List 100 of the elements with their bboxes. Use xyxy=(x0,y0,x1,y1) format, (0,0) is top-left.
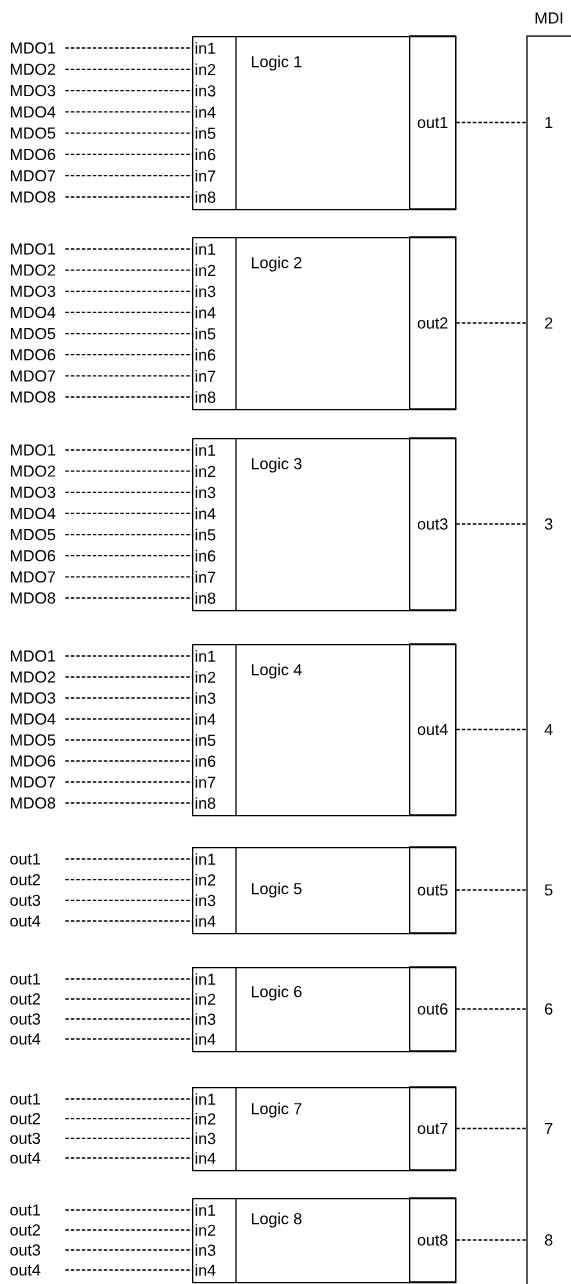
dashed-connector xyxy=(455,523,528,525)
signal-label: out3 xyxy=(10,1132,41,1144)
dashed-connector xyxy=(64,555,194,557)
input-pin-label: in5 xyxy=(195,528,216,541)
signal-label: MDO1 xyxy=(10,42,56,54)
input-pin-label: in2 xyxy=(195,63,216,76)
input-pin-label: in2 xyxy=(195,993,216,1005)
signal-label: MDO5 xyxy=(10,528,56,541)
dashed-connector xyxy=(64,802,194,804)
dashed-connector xyxy=(64,1249,194,1251)
signal-label: out2 xyxy=(10,1224,40,1236)
dashed-connector xyxy=(64,920,194,922)
dashed-connector xyxy=(64,47,194,49)
output-cell: out3 xyxy=(409,437,457,611)
dashed-connector xyxy=(64,718,194,720)
signal-label: out2 xyxy=(10,1113,40,1125)
dashed-connector xyxy=(64,655,194,657)
dashed-connector xyxy=(64,739,194,741)
signal-label: MDO4 xyxy=(10,306,56,319)
signal-label: MDO7 xyxy=(10,170,56,182)
input-pin-label: in8 xyxy=(195,391,216,403)
signal-label: out3 xyxy=(10,1244,41,1256)
signal-label: out1 xyxy=(10,973,40,985)
dashed-connector xyxy=(64,1018,194,1020)
dashed-connector xyxy=(64,132,194,134)
input-pin-label: in2 xyxy=(195,873,216,886)
signal-label: MDO5 xyxy=(10,127,56,139)
input-pin-label: in4 xyxy=(195,915,216,927)
signal-label: MDO8 xyxy=(10,797,56,809)
input-pin-label: in1 xyxy=(195,42,216,54)
signal-label: out4 xyxy=(10,1264,41,1276)
output-cell: out8 xyxy=(409,1197,457,1283)
input-pin-label: in6 xyxy=(195,755,216,767)
input-pin-label: in4 xyxy=(195,713,216,725)
dashed-connector xyxy=(64,998,194,1000)
output-cell: out2 xyxy=(409,236,457,410)
dashed-connector xyxy=(64,1038,194,1040)
signal-label: MDO7 xyxy=(10,370,56,382)
signal-label: MDO8 xyxy=(10,391,56,403)
dashed-connector xyxy=(64,1209,194,1211)
input-pin-label: in6 xyxy=(195,148,216,161)
input-pin-label: in6 xyxy=(195,348,216,361)
input-pin-label: in3 xyxy=(195,894,216,907)
input-pin-label: in2 xyxy=(195,1112,216,1125)
bus-number: 8 xyxy=(544,1234,553,1246)
signal-label: MDO6 xyxy=(10,349,56,361)
signal-label: out4 xyxy=(10,1033,41,1045)
signal-label: MDO5 xyxy=(10,327,56,340)
input-pin-label: in6 xyxy=(195,549,216,562)
dashed-connector xyxy=(64,153,194,156)
signal-label: out3 xyxy=(10,1013,41,1025)
input-pin-label: in3 xyxy=(195,1013,216,1025)
dashed-connector xyxy=(64,111,194,113)
dashed-connector xyxy=(64,68,194,70)
input-pin-label: in2 xyxy=(195,264,216,276)
input-pin-label: in8 xyxy=(195,592,216,604)
signal-label: MDO2 xyxy=(10,264,56,276)
dashed-connector xyxy=(64,1269,194,1271)
dashed-connector xyxy=(455,889,528,891)
dashed-connector xyxy=(64,1118,194,1120)
dashed-connector xyxy=(64,175,194,177)
bus-number: 1 xyxy=(545,117,553,128)
signal-label: out4 xyxy=(10,915,41,927)
signal-label: out1 xyxy=(10,1204,40,1216)
output-cell: out5 xyxy=(409,846,457,934)
signal-label: MDO8 xyxy=(10,191,56,203)
signal-label: MDO7 xyxy=(10,571,56,583)
dashed-connector xyxy=(455,1239,528,1241)
output-cell: out4 xyxy=(409,643,457,816)
input-pin-label: in7 xyxy=(195,776,216,788)
dashed-connector xyxy=(64,676,194,678)
input-pin-label: in4 xyxy=(195,306,216,319)
input-pin-label: in4 xyxy=(195,507,216,520)
input-pin-label: in4 xyxy=(195,1152,216,1164)
dashed-connector xyxy=(64,269,194,271)
signal-label: out4 xyxy=(10,1152,41,1164)
dashed-connector xyxy=(64,248,194,250)
dashed-connector xyxy=(64,470,194,472)
output-cell: out6 xyxy=(409,966,457,1052)
signal-label: MDO7 xyxy=(10,776,56,788)
signal-label: out2 xyxy=(10,874,40,886)
input-pin-label: in1 xyxy=(195,650,216,662)
input-pin-label: in1 xyxy=(195,1204,216,1216)
input-pin-label: in3 xyxy=(195,1244,216,1256)
input-pin-label: in4 xyxy=(195,106,216,118)
input-pin-label: in8 xyxy=(195,191,216,203)
dashed-connector xyxy=(64,491,194,493)
input-pin-label: in5 xyxy=(195,127,216,139)
signal-label: MDO2 xyxy=(10,63,56,75)
signal-label: MDO6 xyxy=(10,755,56,767)
dashed-connector xyxy=(64,1137,194,1139)
dashed-connector xyxy=(64,332,194,335)
dashed-connector xyxy=(64,978,194,980)
bus-number: 5 xyxy=(544,884,553,896)
dashed-connector xyxy=(64,375,194,377)
input-pin-label: in2 xyxy=(195,465,216,477)
output-cell: out7 xyxy=(409,1086,457,1171)
input-pin-label: in7 xyxy=(195,370,216,382)
input-pin-label: in1 xyxy=(195,444,216,456)
input-pin-label: in5 xyxy=(195,734,216,746)
